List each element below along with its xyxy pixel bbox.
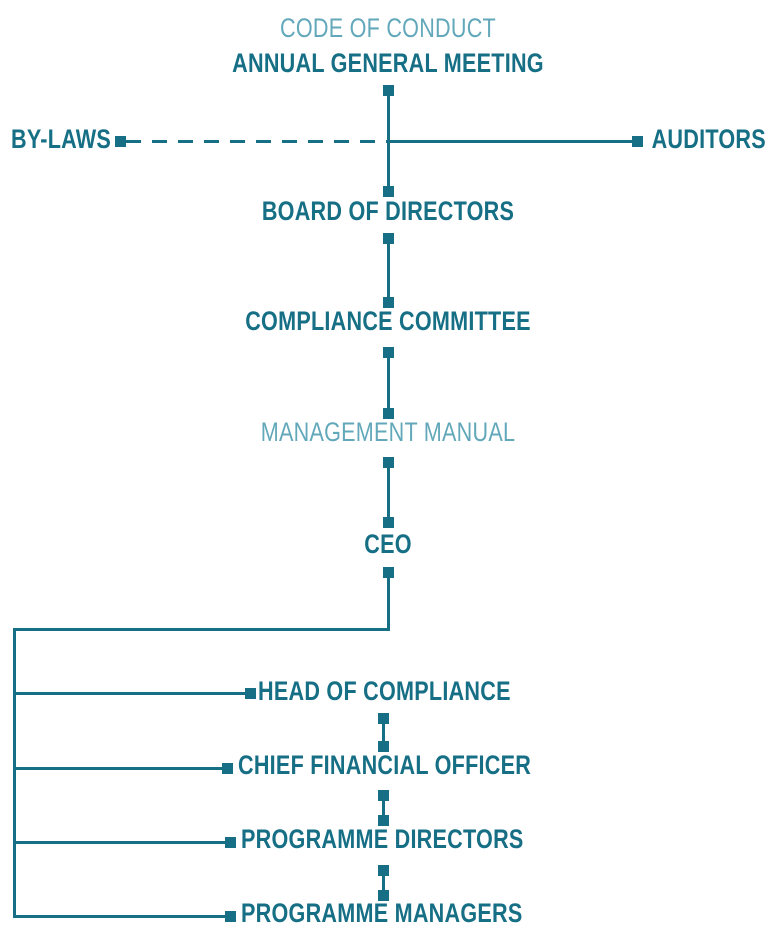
connector-square-head-of-compliance [245,688,256,699]
edge-board-compliance [387,238,390,302]
edge-spine-programme-managers [14,915,228,918]
edge-spine-cfo [14,767,225,770]
connector-square-ceo-top [383,517,394,528]
node-board-of-directors: BOARD OF DIRECTORS [261,196,515,226]
connector-square-programme-directors [225,837,236,848]
node-auditors: AUDITORS [651,124,766,154]
node-compliance-committee: COMPLIANCE COMMITTEE [245,306,531,336]
node-programme-managers: PROGRAMME MANAGERS [241,898,523,928]
connector-square-board-top [383,186,394,197]
node-chief-financial-officer: CHIEF FINANCIAL OFFICER [238,750,532,780]
connector-square-programme-managers [225,911,236,922]
edge-compliance-manual [387,352,390,413]
connector-square-by-laws [115,136,126,147]
edge-spine-programme-directors [14,841,228,844]
connector-square-cfo [222,763,233,774]
connector-square-compliance-top [383,297,394,308]
edge-hoc-cfo [382,718,385,746]
connector-square-manual-top [383,408,394,419]
edge-ceo-stem [387,572,390,631]
edge-spine-head-of-compliance [14,692,248,695]
edge-cfo-pd [382,795,385,820]
connector-square-pd-pm-bottom [378,890,389,901]
connector-square-hoc-cfo-bottom [378,741,389,752]
node-ceo: CEO [364,529,412,559]
edge-agm-bylaws-dashed [126,140,388,143]
node-head-of-compliance: HEAD OF COMPLIANCE [258,676,511,706]
edge-left-spine [13,628,16,918]
edge-agm-auditors [388,140,634,143]
edge-ceo-elbow [13,628,390,631]
edge-manual-ceo [387,462,390,522]
node-management-manual: MANAGEMENT MANUAL [260,417,516,447]
node-annual-general-meeting: ANNUAL GENERAL MEETING [232,48,544,78]
connector-square-auditors [632,136,643,147]
edge-pd-pm [382,870,385,895]
connector-square-cfo-pd-bottom [378,815,389,826]
node-programme-directors: PROGRAMME DIRECTORS [241,824,524,854]
node-by-laws: BY-LAWS [11,124,112,154]
node-code-of-conduct: CODE OF CONDUCT [280,13,496,43]
